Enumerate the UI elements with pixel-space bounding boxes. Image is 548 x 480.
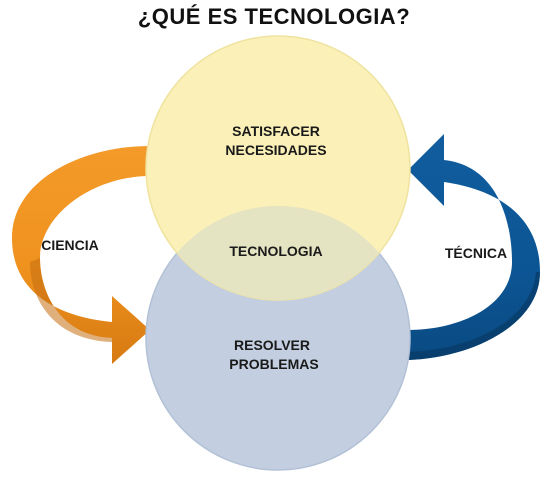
tecnica-arrow xyxy=(408,134,540,360)
diagram-title: ¿QUÉ ES TECNOLOGIA? xyxy=(137,4,411,29)
ciencia-arrow-shape xyxy=(12,146,150,364)
overlap-label: TECNOLOGIA xyxy=(229,243,322,259)
bottom-circle-label-line2: PROBLEMAS xyxy=(229,356,318,372)
tecnica-label: TÉCNICA xyxy=(445,245,507,261)
tecnica-arrow-shape xyxy=(408,134,540,360)
bottom-circle-label-line1: RESOLVER xyxy=(234,337,310,353)
ciencia-arrow-shadow xyxy=(30,258,112,342)
top-circle-label-line1: SATISFACER xyxy=(232,123,320,139)
ciencia-arrow xyxy=(12,146,150,364)
ciencia-label: CIENCIA xyxy=(41,237,99,253)
tecnica-arrow-shadow xyxy=(408,272,540,360)
top-circle-label-line2: NECESIDADES xyxy=(225,142,326,158)
tecnologia-overlap xyxy=(146,206,410,300)
